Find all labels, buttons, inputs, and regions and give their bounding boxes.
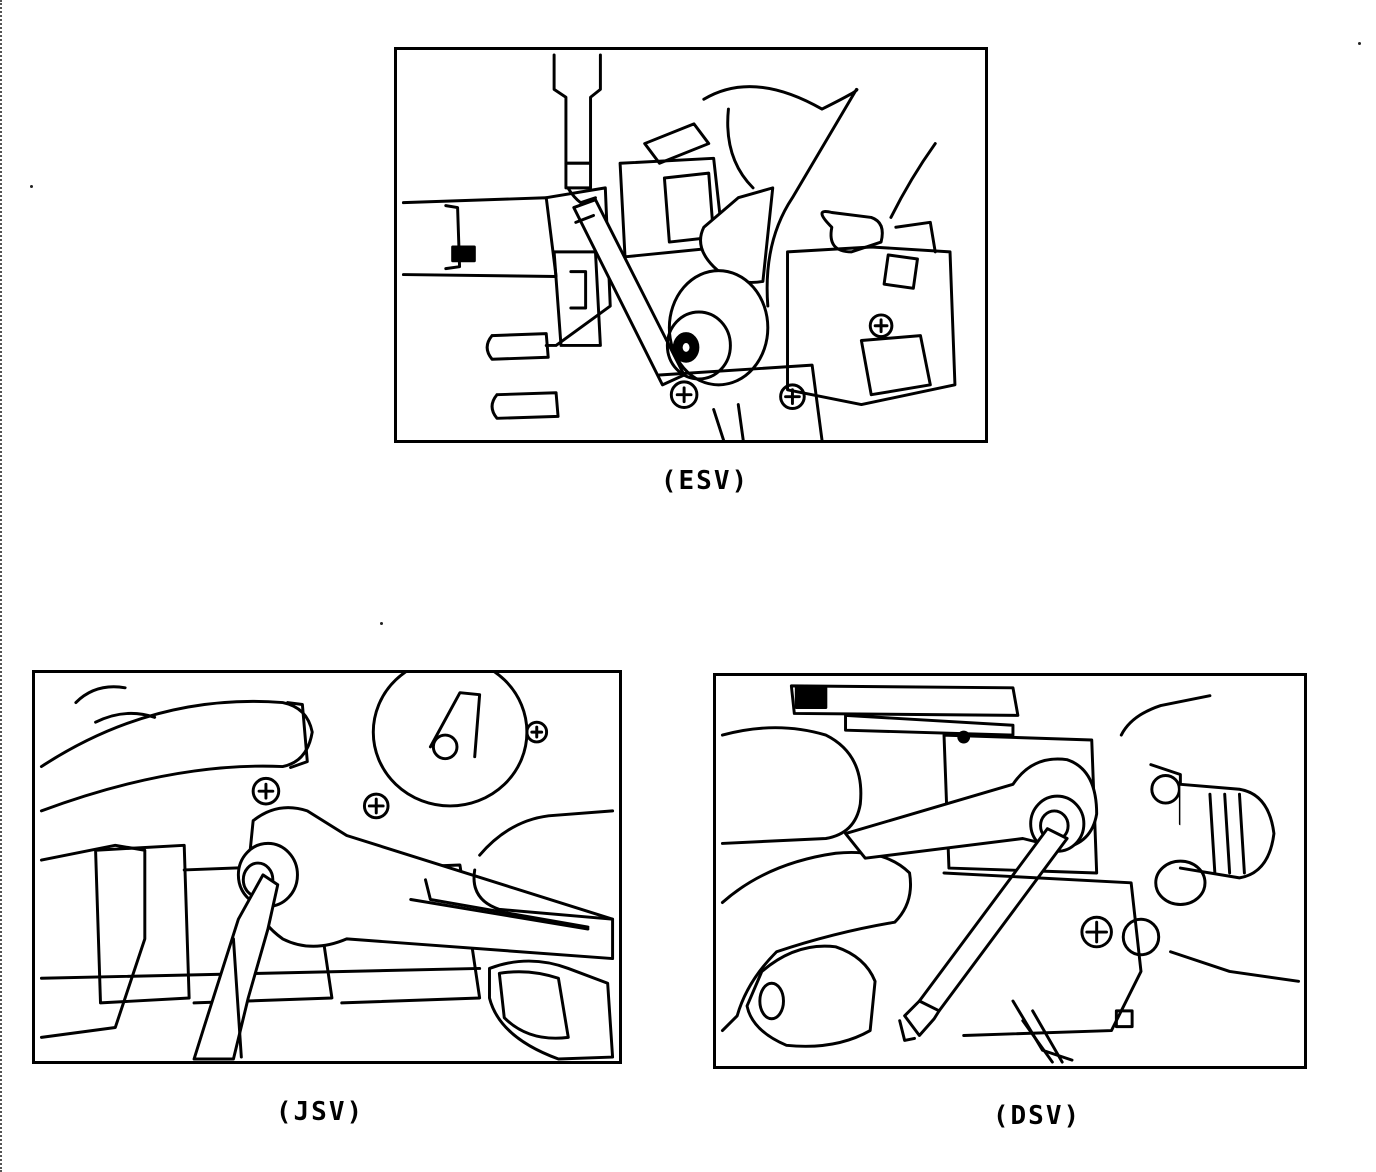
hand-lower: [488, 959, 615, 1061]
thumb: [745, 944, 877, 1048]
bolt-right: [1150, 773, 1181, 805]
hand-upper: [720, 726, 863, 845]
bolt-lower-left: [669, 380, 699, 409]
wrench-handle: [699, 186, 775, 284]
thumb-nail: [758, 981, 785, 1021]
bolt-head: [868, 313, 894, 339]
wrench: [246, 806, 615, 961]
housing-left: [39, 843, 147, 1039]
bolt-lower-right: [779, 383, 806, 410]
bolt-left: [251, 776, 281, 806]
nut: [665, 310, 732, 381]
top-bar: [789, 684, 1020, 717]
cable-connector: [552, 53, 602, 165]
jsv-illustration-panel: [32, 670, 622, 1064]
small-bolt: [1114, 1009, 1134, 1029]
bolt-center: [362, 792, 390, 820]
dsv-drawing: [720, 684, 1301, 1064]
nozzle: [643, 122, 711, 165]
pipe-lower: [490, 391, 560, 420]
jsv-drawing: [39, 673, 615, 1061]
scan-speck: [1358, 42, 1361, 45]
pipe-upper: [485, 332, 550, 361]
bolt-cover: [525, 720, 549, 744]
jsv-caption: (JSV): [275, 1097, 365, 1127]
dsv-caption: (DSV): [992, 1101, 1082, 1131]
scan-speck: [380, 622, 383, 625]
scan-speck: [30, 185, 33, 188]
dsv-illustration-panel: [713, 673, 1307, 1069]
washer: [1121, 917, 1161, 957]
housing-left: [401, 196, 558, 278]
hose: [39, 699, 314, 813]
thumb: [497, 970, 570, 1040]
bolt-lower: [1080, 915, 1113, 949]
esv-illustration-panel: [394, 47, 988, 443]
round-port: [1154, 859, 1207, 906]
scan-edge-line: [0, 0, 4, 1172]
engine-block-right: [786, 245, 957, 407]
finger-tip: [820, 210, 884, 254]
cover-pin: [431, 733, 459, 761]
screwdriver: [917, 827, 1069, 1013]
round-cover: [371, 673, 529, 808]
hand-lower: [720, 851, 912, 1033]
hand-upper: [478, 809, 615, 857]
bracket: [552, 250, 602, 347]
housing-lower: [942, 871, 1143, 1037]
esv-caption: (ESV): [660, 466, 750, 496]
hand-upper: [702, 85, 859, 308]
esv-drawing: [401, 53, 957, 440]
